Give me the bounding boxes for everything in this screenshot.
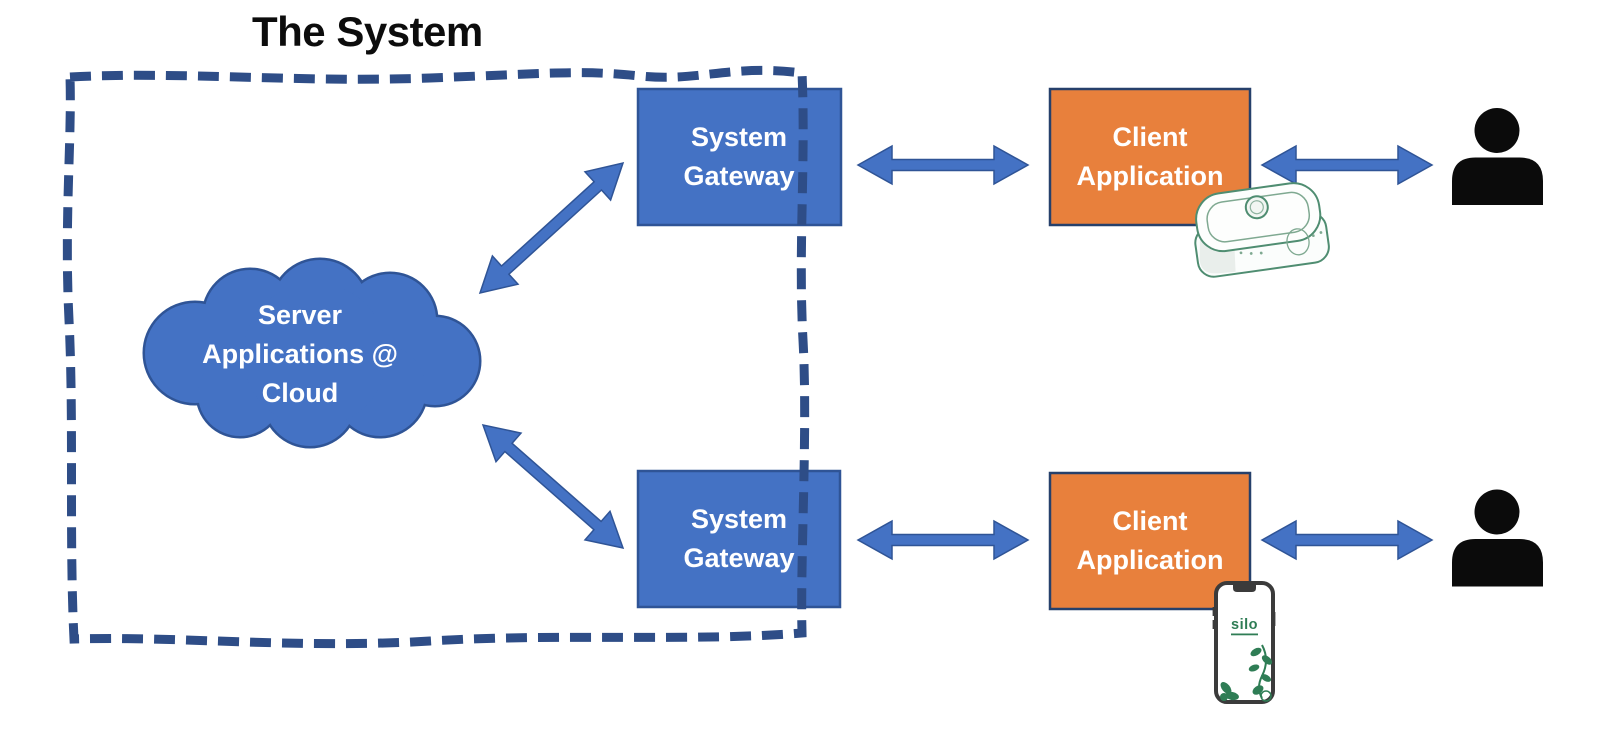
arrow-cloud-gateway-top bbox=[478, 161, 625, 295]
arrow-gateway-client-top bbox=[856, 144, 1030, 186]
arrow-gateway-client-bottom bbox=[856, 519, 1030, 561]
phone-device-icon: silo bbox=[1212, 581, 1276, 704]
phone-plant-illustration bbox=[1220, 644, 1273, 702]
arrow-cloud-gateway-bottom bbox=[481, 423, 625, 550]
arrow-client-user-top bbox=[1260, 144, 1434, 186]
gateway-bottom-box bbox=[636, 469, 842, 609]
gateway-top-box bbox=[636, 87, 843, 227]
router-device-icon bbox=[1194, 182, 1330, 278]
system-boundary-dashed-border bbox=[62, 65, 810, 649]
page-title: The System bbox=[252, 8, 483, 55]
user-icon-bottom bbox=[1452, 489, 1543, 587]
arrow-client-user-bottom bbox=[1260, 519, 1434, 561]
user-icon-top bbox=[1452, 108, 1543, 205]
phone-app-name: silo bbox=[1231, 617, 1258, 633]
cloud-icon bbox=[142, 257, 482, 449]
